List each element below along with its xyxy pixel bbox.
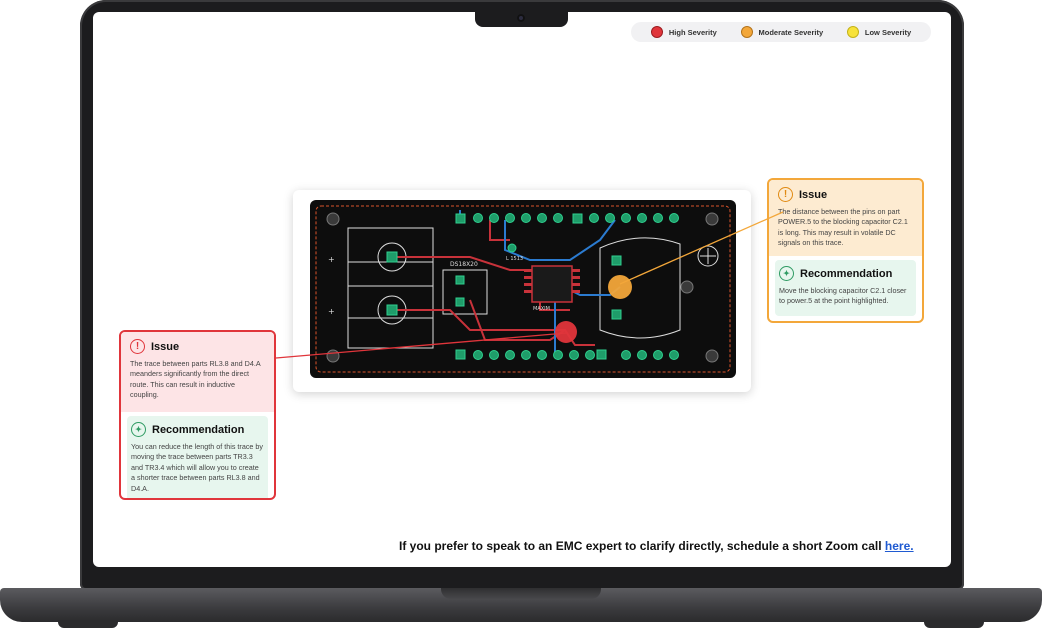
high-severity-marker: [555, 321, 577, 343]
high-severity-icon: [650, 26, 663, 38]
high-severity-callout: ! Issue The trace between parts RL3.8 an…: [119, 330, 276, 500]
moderate-severity-marker: [608, 275, 632, 299]
recommendation-section: ✦ Recommendation You can reduce the leng…: [127, 416, 268, 498]
laptop-foot-right: [924, 620, 984, 628]
legend-high-label: High Severity: [668, 27, 717, 37]
camera-notch: [475, 10, 568, 27]
recommendation-title: Recommendation: [152, 423, 245, 436]
pcb-layout: + +: [315, 205, 731, 373]
svg-text:+: +: [328, 255, 335, 264]
base-notch: [441, 588, 601, 599]
legend-high: High Severity: [650, 26, 717, 38]
moderate-severity-icon: [740, 26, 753, 38]
issue-section: ! Issue The trace between parts RL3.8 an…: [121, 332, 274, 412]
schedule-call-link[interactable]: here.: [884, 539, 914, 553]
issue-text: The distance between the pins on part PO…: [778, 207, 908, 248]
legend-low-label: Low Severity: [864, 27, 912, 37]
recommendation-text: Move the blocking capacitor C2.1 closer …: [779, 286, 907, 306]
pcb-board[interactable]: + +: [310, 200, 736, 378]
screen: High Severity Moderate Severity Low Seve…: [93, 12, 951, 567]
issue-title: Issue: [151, 340, 180, 353]
issue-section: ! Issue The distance between the pins on…: [769, 180, 922, 256]
sensor-label: DS18X20: [450, 261, 478, 268]
legend-moderate-label: Moderate Severity: [758, 27, 824, 37]
legend-moderate: Moderate Severity: [740, 26, 824, 38]
recommendation-text: You can reduce the length of this trace …: [131, 442, 263, 493]
footer-cta: If you prefer to speak to an EMC expert …: [399, 539, 914, 553]
badge-icon: ✦: [131, 422, 146, 437]
alert-icon: !: [130, 339, 145, 354]
ic-label: MAXIM: [533, 306, 550, 312]
laptop-foot-left: [58, 620, 118, 628]
severity-legend: High Severity Moderate Severity Low Seve…: [631, 22, 931, 42]
badge-icon: ✦: [779, 266, 794, 281]
recommendation-title: Recommendation: [800, 267, 893, 280]
moderate-severity-callout: ! Issue The distance between the pins on…: [767, 178, 924, 323]
camera-icon: [517, 14, 525, 22]
legend-low: Low Severity: [846, 26, 912, 38]
alert-icon: !: [778, 187, 793, 202]
svg-text:+: +: [328, 307, 335, 316]
issue-title: Issue: [799, 188, 828, 201]
recommendation-section: ✦ Recommendation Move the blocking capac…: [775, 260, 916, 316]
pcb-card: + +: [293, 190, 751, 392]
footer-text: If you prefer to speak to an EMC expert …: [399, 539, 885, 553]
chip-label: L 1513: [506, 256, 523, 262]
laptop-base: [0, 588, 1042, 622]
issue-text: The trace between parts RL3.8 and D4.A m…: [130, 359, 261, 400]
low-severity-icon: [846, 26, 859, 38]
